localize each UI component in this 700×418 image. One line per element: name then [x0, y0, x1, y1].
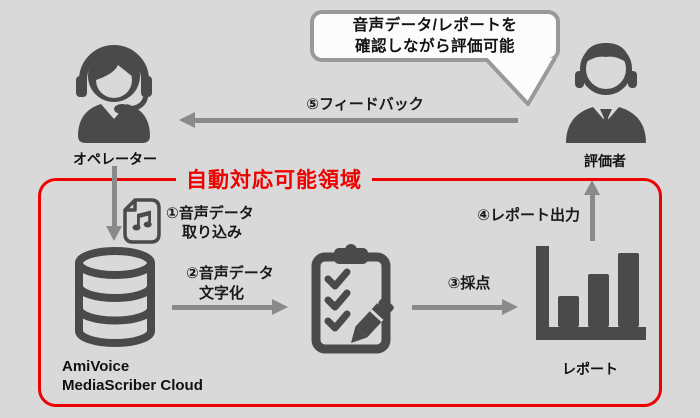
step1-label-line1: ①音声データ	[166, 205, 254, 222]
step4-arrow-line	[590, 194, 595, 241]
step2-arrow-head	[272, 299, 288, 315]
speech-bubble-line2: 確認しながら評価可能	[354, 38, 515, 55]
step1-label-line2: 取り込み	[182, 224, 243, 241]
evaluator-businessman-icon	[566, 43, 646, 143]
step1-label: ①音声データ 取り込み	[166, 204, 254, 242]
step3-arrow-line	[412, 305, 502, 310]
database-label: AmiVoice MediaScriber Cloud	[62, 357, 203, 395]
step2-label-line2: 文字化	[199, 285, 245, 302]
step1-arrow-line	[112, 166, 117, 226]
speech-bubble-line1: 音声データ/レポートを	[352, 17, 518, 34]
operator-headset-icon	[76, 45, 152, 143]
database-icon	[75, 247, 155, 347]
step3-arrow-head	[502, 299, 518, 315]
step2-label: ②音声データ 文字化	[186, 264, 274, 304]
speech-bubble-tail	[483, 58, 557, 106]
step1-arrow-head	[106, 226, 122, 241]
speech-bubble: 音声データ/レポートを 確認しながら評価可能	[310, 10, 560, 62]
operator-label: オペレーター	[73, 151, 157, 167]
feedback-arrow-line	[194, 118, 518, 123]
step2-label-line1: ②音声データ	[186, 265, 274, 282]
step2-arrow-line	[172, 305, 272, 310]
step5-feedback-label: ⑤フィードバック	[306, 96, 424, 113]
bar-chart-icon	[536, 246, 646, 340]
evaluator-label: 評価者	[584, 153, 626, 169]
database-label-line1: AmiVoice	[62, 358, 130, 375]
report-label: レポート	[562, 361, 618, 377]
audio-file-icon	[123, 198, 161, 244]
step4-arrow-head	[584, 180, 600, 195]
feedback-arrow-head	[179, 112, 195, 128]
step4-label: ④レポート出力	[477, 207, 580, 224]
automation-region-title: 自動対応可能領域	[176, 164, 372, 194]
checklist-pencil-icon	[311, 244, 394, 354]
database-label-line2: MediaScriber Cloud	[62, 377, 203, 394]
step3-label: ③採点	[447, 275, 491, 292]
